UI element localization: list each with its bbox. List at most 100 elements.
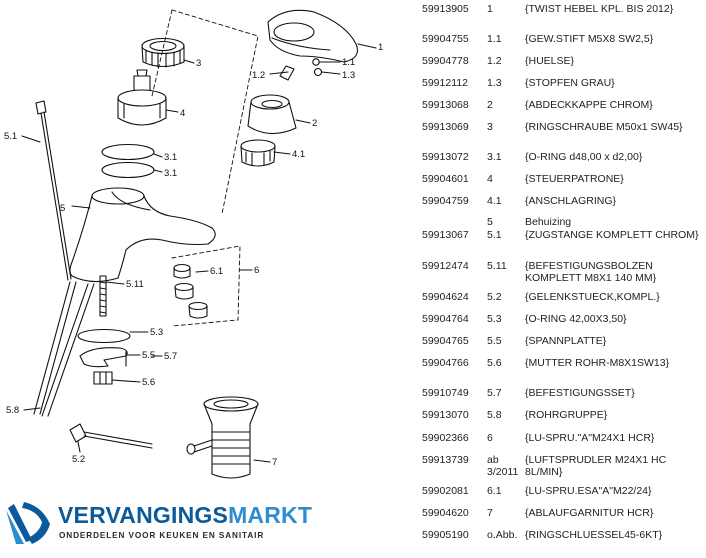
o-ring-part [101,161,155,179]
position-cell: 5.11 [487,260,507,272]
callout-label: 5.7 [164,351,177,362]
position-cell: 5.3 [487,313,502,325]
stop-ring-part [240,139,276,167]
part-number-cell: 59904601 [422,173,469,185]
description-cell: {O-RING 42,00X3,50} [525,313,627,325]
position-cell: 4.1 [487,195,502,207]
logo-wordmark: VERVANGINGSMARKT [58,502,312,529]
description-cell: {MUTTER ROHR-M8X1SW13} [525,357,670,369]
position-cell: 5.8 [487,409,502,421]
part-number-cell: 59912474 [422,260,469,272]
part-number-cell: 59902081 [422,485,469,497]
description-cell: {STOPFEN GRAU} [525,77,615,89]
parts-row: 59904764 5.3 {O-RING 42,00X3,50} [422,313,704,336]
position-cell: 2 [487,99,493,111]
description-cell: {HUELSE} [525,55,575,67]
callout-label: 4 [180,108,185,119]
callout-label: 1.2 [252,70,265,81]
callout-label: 5.8 [6,405,19,416]
pull-rod-part [35,100,72,281]
position-cell: 5 [487,216,493,228]
position-cell: 5.6 [487,357,502,369]
position-cell: 1 [487,3,493,15]
clamp-plate-part [79,347,128,368]
waste-fitting-part [186,396,259,479]
part-number-cell: 59913739 [422,454,469,466]
description-cell: {ROHRGRUPPE} [525,409,608,421]
callout-label: 2 [312,118,317,129]
part-number-cell: 59913070 [422,409,469,421]
part-number-cell: 59912112 [422,77,468,89]
logo-tagline: ONDERDELEN VOOR KEUKEN EN SANITAIR [59,531,265,540]
part-number-cell: 59904766 [422,357,469,369]
description-cell: {LUFTSPRUDLER M24X1 HC 8L/MIN} [525,454,667,478]
part-number-cell: 59902366 [422,432,469,444]
vervangingsmarkt-logo: VERVANGINGSMARKT ONDERDELEN VOOR KEUKEN … [2,498,312,548]
parts-row: 5 Behuizing [422,216,704,230]
part-number-cell: 59904778 [422,55,469,67]
parts-row: 59904624 5.2 {GELENKSTUECK,KOMPL.} [422,291,704,314]
description-cell: Behuizing [525,216,572,228]
logo-word-part1: VERVANGINGS [58,502,229,528]
description-cell: {GELENKSTUECK,KOMPL.} [525,291,660,303]
parts-row: 59912112 1.3 {STOPFEN GRAU} [422,77,704,100]
part-number-cell: 59904764 [422,313,469,325]
part-number-cell: 59905190 [422,529,469,541]
callout-label: 7 [272,457,277,468]
callout-label: 4.1 [292,149,305,160]
pipe-group-part [33,281,95,417]
part-number-cell: 59913072 [422,151,469,163]
description-cell: {ANSCHLAGRING} [525,195,617,207]
description-cell: {O-RING d48,00 x d2,00} [525,151,643,163]
position-cell: 5.2 [487,291,502,303]
position-cell: 5.5 [487,335,502,347]
position-cell: 3.1 [487,151,502,163]
description-cell: {BEFESTIGUNGSSET} [525,387,635,399]
description-cell: {LU-SPRU.ESA"A"M22/24} [525,485,652,497]
description-cell: {BEFESTIGUNGSBOLZEN KOMPLETT M8X1 140 MM… [525,260,657,284]
part-number-cell: 59904765 [422,335,469,347]
position-cell: 1.1 [487,33,502,45]
position-cell: 6.1 [487,485,502,497]
parts-row: 59904766 5.6 {MUTTER ROHR-M8X1SW13} [422,357,704,388]
description-cell: {LU-SPRU."A"M24X1 HCR} [525,432,655,444]
position-cell: o.Abb. [487,529,518,541]
parts-row: 59913070 5.8 {ROHRGRUPPE} [422,409,704,433]
logo-emblem-icon [6,502,50,544]
fixing-bolt-part [99,275,107,317]
grub-screw-part [312,58,320,66]
position-cell: 1.3 [487,77,502,89]
position-cell: 3 [487,121,493,133]
callout-label: 3.1 [164,168,177,179]
exploded-parts-diagram: 1 1.2 1.1 1.3 3 4 2 3.1 3.1 4.1 5.1 5 6.… [4,9,383,479]
o-ring-part [101,143,155,161]
parts-row: 59902081 6.1 {LU-SPRU.ESA"A"M22/24} [422,485,704,508]
cover-cap-part [247,94,297,135]
callout-label: 1 [378,42,383,53]
callout-label: 5.2 [72,454,85,465]
description-cell: {ABLAUFGARNITUR HCR} [525,507,654,519]
part-number-cell: 59913068 [422,99,469,111]
description-cell: {GEW.STIFT M5X8 SW2,5} [525,33,654,45]
position-cell: 6 [487,432,493,444]
position-cell: 7 [487,507,493,519]
position-cell: 1.2 [487,55,502,67]
callout-label: 6 [254,265,259,276]
parts-row: 59913072 3.1 {O-RING d48,00 x d2,00} [422,151,704,174]
part-number-cell: 59913905 [422,3,469,15]
callout-label: 6.1 [210,266,223,277]
joint-piece-part [69,423,153,449]
part-number-cell: 59904624 [422,291,469,303]
callout-label: 5.5 [142,350,155,361]
position-cell: 4 [487,173,493,185]
callout-label: 1.3 [342,70,355,81]
parts-row: 59912474 5.11 {BEFESTIGUNGSBOLZEN KOMPLETT… [422,260,704,292]
